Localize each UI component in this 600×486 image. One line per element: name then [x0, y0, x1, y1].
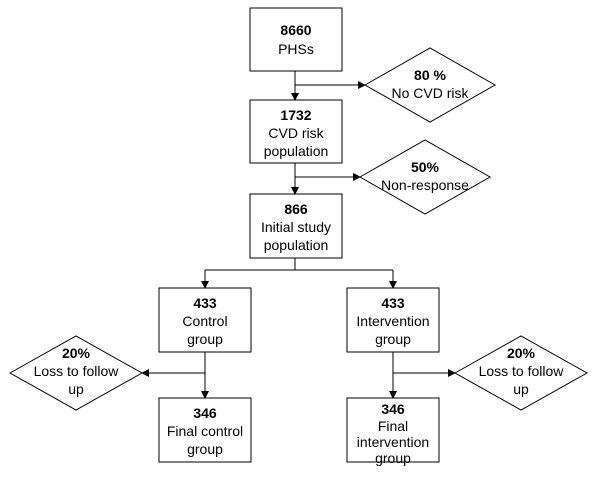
cvd-pop-count: 1732 — [280, 107, 311, 123]
nonresponse-diamond — [358, 139, 492, 215]
nonresponse-label: Non-response — [381, 177, 469, 193]
no-cvd-diamond — [363, 47, 497, 123]
final-intervention-label-2: intervention — [357, 434, 429, 450]
final-intervention-count: 346 — [381, 401, 405, 417]
final-intervention-label-3: group — [375, 450, 411, 466]
intervention-label-1: Intervention — [356, 313, 429, 329]
initial-box — [249, 193, 343, 259]
nonresponse-percent: 50% — [411, 159, 440, 175]
loss-left-label-1: Loss to follow — [34, 363, 120, 379]
loss-right-label-1: Loss to follow — [479, 363, 565, 379]
initial-label-2: population — [264, 237, 329, 253]
loss-right-diamond — [453, 335, 589, 411]
final-intervention-label-1: Final — [378, 418, 408, 434]
phs-count: 8660 — [280, 22, 311, 38]
no-cvd-label: No CVD risk — [391, 85, 469, 101]
no-cvd-percent: 80 % — [414, 67, 446, 83]
phs-box — [249, 7, 343, 72]
final-control-box — [158, 397, 252, 463]
initial-count: 866 — [284, 201, 308, 217]
loss-right-percent: 20% — [507, 345, 536, 361]
control-count: 433 — [193, 295, 217, 311]
connectors — [141, 71, 456, 399]
loss-right-label-2: up — [513, 381, 529, 397]
loss-left-label-2: up — [68, 381, 84, 397]
initial-label-1: Initial study — [261, 219, 331, 235]
control-label-1: Control — [182, 313, 227, 329]
cvd-pop-label-1: CVD risk — [268, 125, 324, 141]
final-control-count: 346 — [193, 405, 217, 421]
control-box — [158, 287, 252, 353]
control-label-2: group — [187, 331, 223, 347]
intervention-count: 433 — [381, 295, 405, 311]
loss-left-diamond — [8, 335, 144, 411]
final-control-label-1: Final control — [167, 423, 243, 439]
intervention-box — [346, 287, 440, 353]
loss-left-percent: 20% — [62, 345, 91, 361]
final-intervention-box — [346, 397, 440, 463]
phs-label: PHSs — [278, 41, 314, 57]
cvd-pop-label-2: population — [264, 143, 329, 159]
intervention-label-2: group — [375, 331, 411, 347]
cvd-pop-box — [249, 99, 343, 164]
final-control-label-2: group — [187, 441, 223, 457]
